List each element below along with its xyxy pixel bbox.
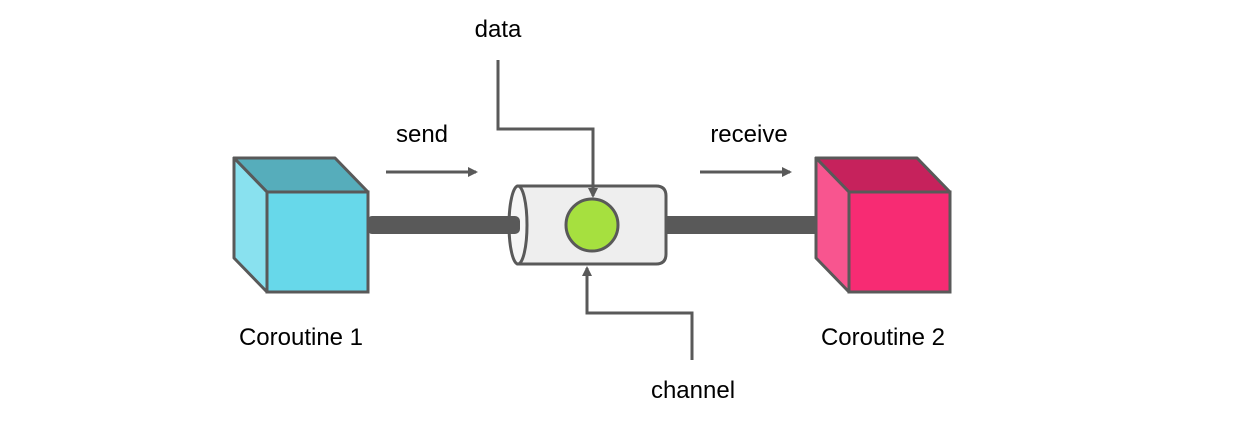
data-ball (564, 197, 620, 253)
label-channel: channel (651, 377, 735, 404)
label-coroutine-1: Coroutine 1 (239, 324, 363, 351)
rod-left (368, 216, 518, 234)
label-receive: receive (710, 121, 787, 148)
channel-cylinder (505, 184, 668, 266)
label-send: send (396, 121, 448, 148)
label-data: data (475, 16, 522, 43)
cube1-front (265, 190, 370, 294)
coroutine-2-cube (814, 156, 952, 294)
cube2-front (847, 190, 952, 294)
channel-pointer-arrow (582, 266, 694, 360)
data-pointer-arrow (496, 60, 598, 198)
rod-right (662, 216, 832, 234)
label-coroutine-2: Coroutine 2 (821, 324, 945, 351)
rod-left-tip (505, 216, 520, 234)
coroutine-1-cube (232, 156, 370, 294)
